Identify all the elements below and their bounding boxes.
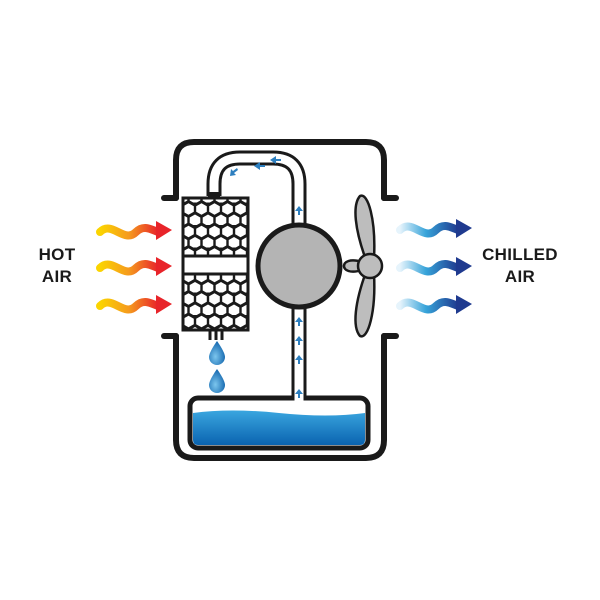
wavy-arrow-icon <box>96 221 172 240</box>
hot-air-label-line2: AIR <box>41 267 73 286</box>
flow-arrow-up-icon <box>295 355 303 364</box>
flow-arrow-down-left-icon <box>230 168 238 176</box>
flow-arrows <box>230 156 303 398</box>
wavy-arrow-icon <box>96 257 172 276</box>
chilled-air-arrows <box>396 219 472 314</box>
cooling-pad-lower <box>181 272 250 332</box>
cooling-pad-divider <box>181 254 250 276</box>
water-drop-icon <box>209 369 225 393</box>
hot-air-arrows <box>96 221 172 314</box>
housing-outline <box>173 139 387 461</box>
drip-spouts <box>208 330 224 340</box>
fan-icon <box>342 194 384 338</box>
cooling-pad-upper <box>181 196 250 258</box>
flow-arrow-up-icon <box>295 317 303 326</box>
hot-air-label-line1: HOT <box>38 245 76 264</box>
flow-arrow-up-icon <box>295 336 303 345</box>
flow-arrow-left-icon <box>270 156 281 164</box>
flow-arrow-left-icon <box>254 162 265 170</box>
chilled-air-label: CHILLED AIR <box>470 244 570 288</box>
wavy-arrow-icon <box>96 295 172 314</box>
chilled-air-label-line1: CHILLED <box>482 245 558 264</box>
water <box>193 410 365 445</box>
flow-arrow-up-icon <box>295 389 303 398</box>
pipe-inner <box>209 153 304 402</box>
flow-arrow-up-icon <box>295 206 303 215</box>
wavy-arrow-icon <box>396 219 472 238</box>
chilled-air-label-line2: AIR <box>504 267 536 286</box>
pump-sphere <box>255 222 343 310</box>
wavy-arrow-icon <box>396 257 472 276</box>
hot-air-label: HOT AIR <box>22 244 92 288</box>
water-drop-icon <box>209 341 225 365</box>
wavy-arrow-icon <box>396 295 472 314</box>
